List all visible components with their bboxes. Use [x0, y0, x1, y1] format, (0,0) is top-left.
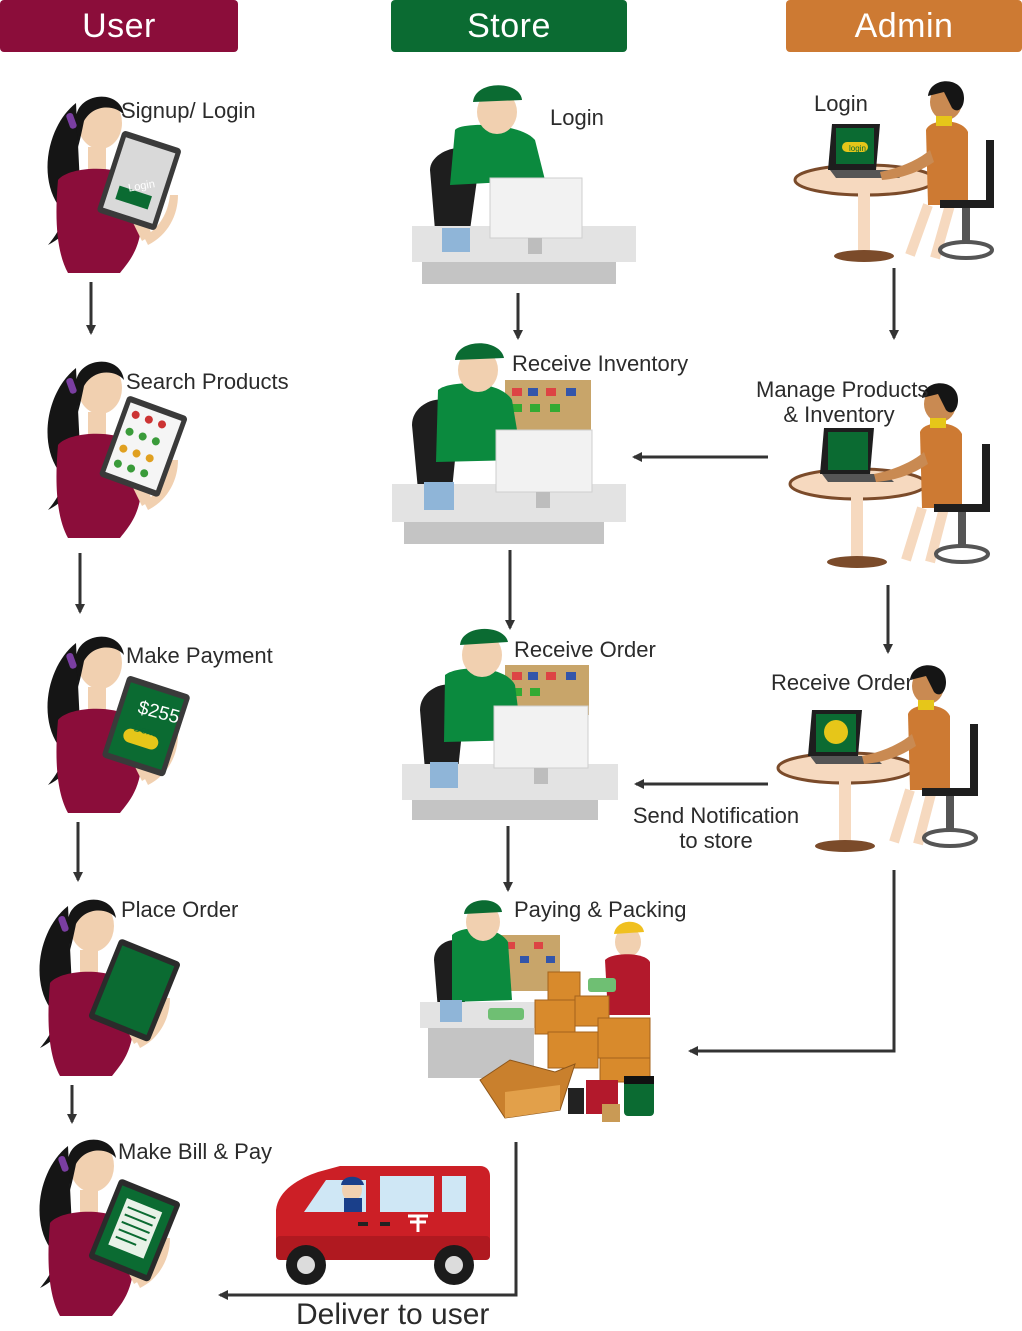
user-step-search-products: Search Products: [126, 369, 289, 394]
admin-header-label: Admin: [854, 6, 954, 45]
laptop-login-text: login: [849, 144, 866, 153]
user-column-header: User: [0, 0, 238, 52]
send-notification-line1: Send Notification: [632, 803, 800, 828]
user-figure-3: [47, 636, 190, 813]
store-figure-1: [412, 85, 636, 284]
store-figure-3: [402, 628, 618, 820]
user-header-label: User: [82, 6, 156, 45]
store-step-login: Login: [550, 105, 604, 130]
user-arrows: [67, 282, 96, 1124]
admin-step-manage-products: Manage Products & Inventory: [756, 377, 929, 427]
admin-step-receive-order: Receive Order: [771, 670, 913, 695]
user-step-make-bill-pay: Make Bill & Pay: [118, 1139, 273, 1164]
send-notification-label: Send Notification to store: [632, 803, 800, 853]
admin-step-manage-products-line2: & Inventory: [783, 402, 895, 427]
deliver-to-user-label: Deliver to user: [296, 1298, 490, 1331]
user-figure-2: [47, 361, 188, 538]
delivery-van-icon: [276, 1166, 490, 1285]
admin-step-manage-products-line1: Manage Products: [756, 377, 929, 402]
store-step-receive-order: Receive Order: [514, 637, 656, 662]
admin-figure-3: [776, 665, 978, 852]
admin-arrows: [218, 268, 899, 1300]
store-figure-4: [420, 900, 654, 1122]
user-figure-5: [39, 1139, 180, 1316]
admin-column-header: Admin: [786, 0, 1022, 52]
user-step-make-payment: Make Payment: [126, 643, 273, 668]
store-step-receive-inventory: Receive Inventory: [512, 351, 689, 376]
admin-figure-1: [793, 81, 994, 262]
tablet-login-text: Login: [127, 178, 156, 194]
arrow-admin-to-store-packing: [688, 870, 896, 1056]
user-figure-4: [39, 899, 180, 1076]
admin-step-login: Login: [814, 91, 868, 116]
arrow-deliver-to-user: [218, 1142, 518, 1300]
user-figure-1: [47, 96, 181, 273]
store-header-label: Store: [467, 6, 551, 45]
send-notification-line2: to store: [679, 828, 753, 853]
store-figure-2: [392, 343, 626, 544]
admin-figure-2: [788, 383, 990, 568]
store-step-paying-packing: Paying & Packing: [514, 897, 687, 922]
user-step-signup-login: Signup/ Login: [121, 98, 256, 123]
store-column-header: Store: [391, 0, 627, 52]
store-arrows: [503, 293, 523, 892]
user-step-place-order: Place Order: [121, 897, 239, 922]
